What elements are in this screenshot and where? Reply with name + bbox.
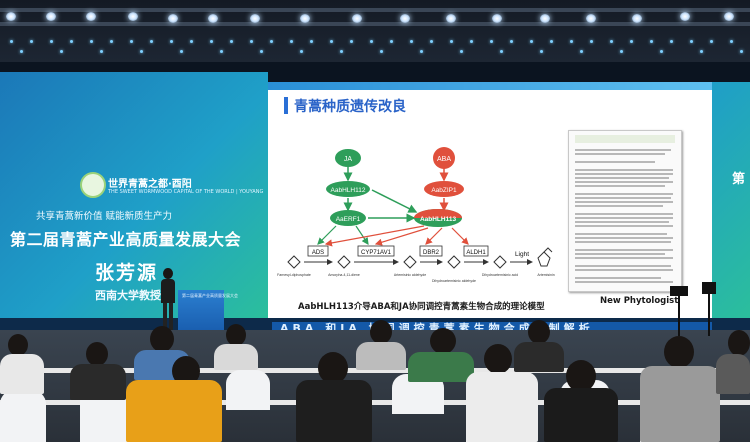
node-aba: ABA [437,156,451,163]
speaker-name: 张芳源 [95,262,159,284]
speaker-person [160,268,176,330]
compound-5: Dihydroartemisinic acid [482,273,518,277]
tripod-camera-icon [702,282,716,294]
tripod-camera-icon [670,286,688,296]
logo-text: 世界青蒿之都·酉阳 [108,179,192,190]
slide-caption: AabHLH113介导ABA和JA协同调控青蒿素生物合成的理论模型 [298,302,545,312]
node-aabhlh112: AabHLH112 [331,187,366,194]
light-label: Light [515,251,529,258]
slide-title: 青蒿种质遗传改良 [294,99,406,115]
enzyme-aldh1: ALDH1 [466,250,486,256]
conference-title: 第二届青蒿产业高质量发展大会 [10,230,242,249]
right-led-screen: 第 [712,82,750,332]
journal-paper-thumbnail [568,130,682,292]
compound-4: Dihydroartemisinic aldehyde [432,279,476,283]
node-aabhlh113: AabHLH113 [420,216,457,223]
podium: 第二届青蒿产业高质量发展大会 [178,290,238,330]
compound-3: Artemisinic aldehyde [394,273,426,277]
compound-1: Farnesyl-diphosphate [277,273,311,277]
journal-name: New Phytologist [600,296,679,306]
node-aaerf1: AaERF1 [336,216,361,223]
enzyme-ads: ADS [312,250,324,256]
compound-6: Artemisinin [537,273,554,277]
lighting-truss [0,0,750,62]
slogan: 共享青蒿新价值 赋能新质生产力 [36,211,173,222]
speaker-affiliation: 西南大学教授 [95,289,161,302]
compound-2: Amorpha-4,11-diene [328,273,360,277]
logo-subtext: THE SWEET WORMWOOD CAPITAL OF THE WORLD … [108,189,264,195]
node-ja: JA [344,156,353,163]
node-aabzip1: AabZIP1 [431,187,457,194]
pathway-diagram: JA ABA AabHLH112 AabZIP1 AaERF1 AabHLH11… [277,147,555,283]
right-screen-text: 第 [732,172,746,187]
enzyme-cyp71av1: CYP71AV1 [361,250,392,256]
left-led-screen: 世界青蒿之都·酉阳 THE SWEET WORMWOOD CAPITAL OF … [0,72,268,327]
presentation-slide: 青蒿种质遗传改良 JA ABA [268,82,712,330]
conference-logo-icon [80,172,106,198]
audience [0,320,750,442]
enzyme-dbr2: DBR2 [423,250,440,256]
podium-text: 第二届青蒿产业高质量发展大会 [182,293,238,298]
